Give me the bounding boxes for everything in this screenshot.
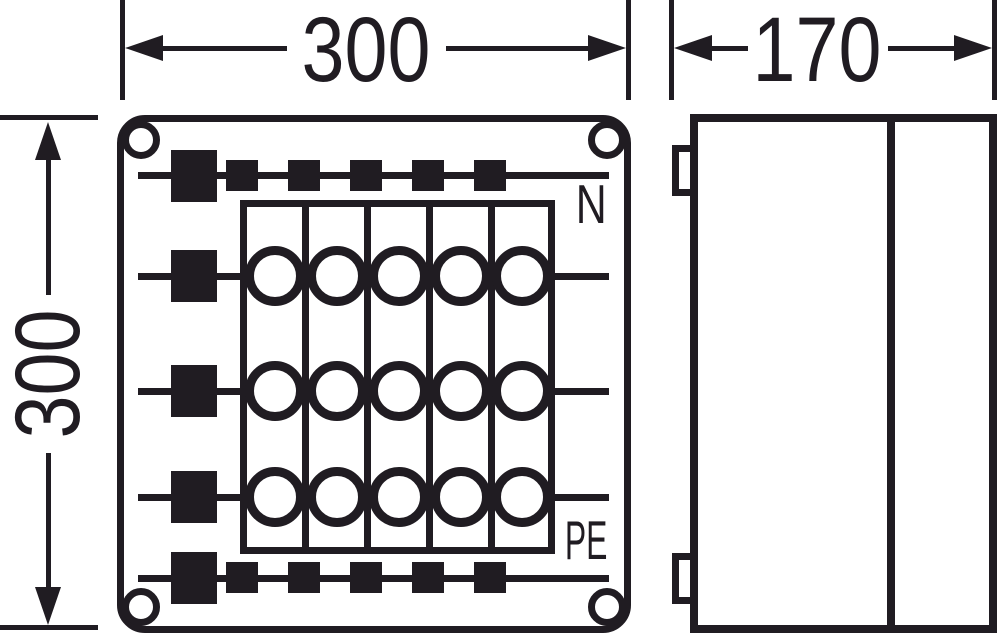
corner-screw-icon <box>122 121 160 159</box>
pe-bus-label: PE <box>564 509 607 571</box>
feed-terminal-square <box>171 150 217 202</box>
terminal-circle <box>245 361 305 421</box>
side-depth-value: 170 <box>752 0 882 101</box>
terminal-square <box>226 562 258 593</box>
side-view-body <box>690 114 997 633</box>
feed-terminal-square <box>171 552 217 604</box>
extension-line <box>120 0 125 100</box>
terminal-circle <box>492 467 552 527</box>
feed-terminal-square <box>171 250 217 302</box>
front-width-value: 300 <box>301 0 431 101</box>
terminal-circle <box>307 361 367 421</box>
dimension-line <box>45 453 51 589</box>
arrowhead-left-icon <box>674 34 712 61</box>
grid-divider <box>426 207 433 547</box>
arrowhead-up-icon <box>34 122 61 160</box>
terminal-circle <box>431 467 491 527</box>
busbar-line <box>551 273 609 280</box>
grid-divider <box>488 207 495 547</box>
dimension-line <box>158 45 287 51</box>
terminal-square <box>412 562 444 593</box>
terminal-block-frame <box>240 200 555 554</box>
dimension-line <box>446 45 590 51</box>
terminal-circle <box>369 467 429 527</box>
terminal-square <box>288 562 320 593</box>
terminal-square <box>350 562 382 593</box>
terminal-square <box>350 160 382 191</box>
arrowhead-down-icon <box>34 587 61 625</box>
grid-divider <box>302 207 309 547</box>
arrowhead-right-icon <box>954 34 992 61</box>
dimension-line <box>888 45 956 51</box>
feed-terminal-square <box>171 365 217 417</box>
arrowhead-left-icon <box>125 34 163 61</box>
grid-divider <box>364 207 371 547</box>
terminal-circle <box>431 246 491 306</box>
neutral-bus-label: N <box>576 173 607 235</box>
extension-line <box>626 0 631 100</box>
cover-split-line <box>887 122 895 625</box>
front-height-value: 300 <box>0 309 99 439</box>
arrowhead-right-icon <box>588 34 626 61</box>
terminal-square <box>226 160 258 191</box>
extension-line <box>669 0 674 100</box>
busbar-line <box>551 388 609 395</box>
extension-line <box>0 115 98 120</box>
corner-screw-icon <box>588 121 626 159</box>
terminal-square <box>412 160 444 191</box>
terminal-circle <box>307 246 367 306</box>
terminal-circle <box>369 246 429 306</box>
terminal-square <box>288 160 320 191</box>
feed-terminal-square <box>171 471 217 523</box>
terminal-circle <box>369 361 429 421</box>
extension-line <box>0 625 98 630</box>
extension-line <box>992 0 997 100</box>
terminal-circle <box>492 246 552 306</box>
terminal-square <box>474 562 506 593</box>
corner-screw-icon <box>122 588 160 626</box>
terminal-circle <box>431 361 491 421</box>
dimension-line <box>45 156 51 295</box>
corner-screw-icon <box>588 588 626 626</box>
busbar-line <box>551 494 609 501</box>
terminal-square <box>474 160 506 191</box>
terminal-circle <box>492 361 552 421</box>
dimension-line <box>708 45 748 51</box>
terminal-circle <box>245 467 305 527</box>
terminal-circle <box>307 467 367 527</box>
terminal-circle <box>245 246 305 306</box>
